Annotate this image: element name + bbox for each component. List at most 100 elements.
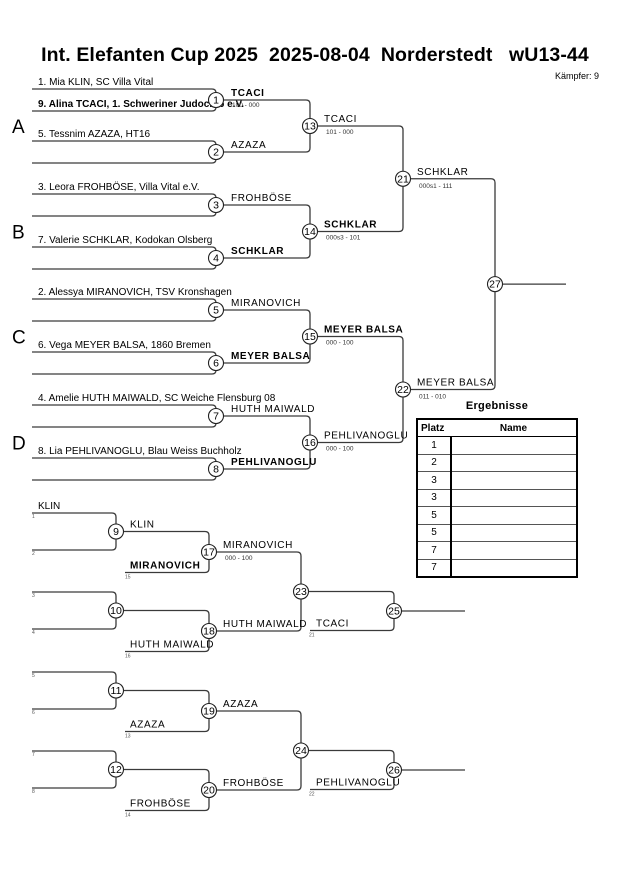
match-number-circle	[200, 543, 218, 561]
drop-in-name: TCACI	[316, 619, 349, 630]
round1-connector	[32, 404, 217, 428]
drop-in-name: FROHBÖSE	[130, 798, 191, 810]
competitor-entry: 7. Valerie SCHKLAR, Kodokan Olsberg	[38, 235, 212, 246]
match-number-circle	[207, 301, 225, 319]
match-winner: MEYER BALSA	[324, 325, 403, 336]
source-label: 22	[309, 792, 315, 798]
match-number: 18	[203, 626, 215, 638]
source-label: 8	[32, 789, 35, 795]
results-row: 3	[417, 471, 577, 489]
col-name-header: Name	[451, 419, 577, 437]
result-place: 1	[417, 436, 452, 454]
match-number-circle	[301, 328, 319, 345]
result-place: 5	[417, 523, 452, 542]
match-winner: HUTH MAIWALD	[223, 619, 307, 630]
match-winner: AZAZA	[223, 699, 258, 710]
round3-connector	[317, 125, 404, 233]
group-label: A	[12, 117, 25, 138]
repechage-r1-connector	[32, 512, 117, 551]
round1-connector	[32, 246, 217, 270]
match-number-circle	[301, 117, 319, 135]
match-winner: MIRANOVICH	[223, 540, 293, 551]
match-score: 000 - 100	[326, 340, 354, 347]
round1-connector	[32, 457, 217, 481]
match-winner: FROHBÖSE	[223, 777, 284, 789]
match-number-circle	[107, 523, 125, 540]
drop-in-name: AZAZA	[130, 720, 165, 731]
match-score: 000s3 - 101	[326, 235, 361, 242]
match-number: 19	[203, 706, 215, 718]
source-label: 1	[32, 514, 35, 520]
results-row: 5	[417, 506, 577, 524]
final-connector	[410, 178, 496, 391]
match-number: 16	[304, 437, 316, 449]
round1-connector	[32, 351, 217, 375]
source-label: 21	[309, 633, 315, 639]
result-place: 2	[417, 453, 452, 472]
match-score: 000 - 100	[326, 446, 354, 453]
result-place: 3	[417, 471, 452, 489]
result-name	[451, 471, 577, 489]
match-number: 21	[397, 173, 409, 185]
match-number: 22	[397, 384, 409, 396]
match-number: 17	[203, 547, 215, 559]
drop-in-name: PEHLIVANOGLU	[316, 778, 400, 789]
competitor-entry: 8. Lia PEHLIVANOGLU, Blau Weiss Buchholz	[38, 446, 242, 457]
competitor-entry: 1. Mia KLIN, SC Villa Vital	[38, 77, 153, 88]
match-number-circle	[207, 407, 225, 425]
results-title: Ergebnisse	[465, 400, 529, 412]
result-name	[451, 506, 577, 524]
match-number: 23	[295, 586, 307, 598]
match-number-circle	[207, 143, 225, 161]
match-number: 25	[388, 606, 400, 618]
page-title: Int. Elefanten Cup 2025 2025-08-04 Norde…	[41, 44, 589, 66]
group-label: B	[12, 223, 25, 244]
drop-in-name: HUTH MAIWALD	[130, 640, 214, 651]
match-number-circle	[207, 460, 225, 478]
source-label: 6	[32, 710, 35, 716]
match-winner: FROHBÖSE	[231, 192, 292, 204]
match-number-circle	[486, 276, 504, 293]
match-number-circle	[385, 602, 403, 620]
match-winner: PEHLIVANOGLU	[324, 431, 408, 442]
match-winner: PEHLIVANOGLU	[231, 457, 317, 468]
match-number: 5	[213, 305, 219, 317]
match-winner: TCACI	[324, 114, 357, 125]
source-label: 15	[125, 575, 131, 581]
match-number: 13	[304, 121, 316, 133]
match-number-circle	[207, 354, 225, 372]
match-winner: MIRANOVICH	[231, 298, 301, 309]
result-name	[451, 523, 577, 542]
competitor-entry: 4. Amelie HUTH MAIWALD, SC Weiche Flensb…	[38, 393, 276, 404]
group-label: C	[12, 328, 26, 349]
match-winner: MEYER BALSA	[417, 378, 494, 389]
result-place: 7	[417, 558, 452, 577]
fighter-count: Kämpfer: 9	[554, 71, 599, 81]
round1-connector	[32, 193, 217, 217]
result-name	[451, 541, 577, 559]
match-winner: SCHKLAR	[417, 167, 468, 178]
match-number: 7	[213, 411, 219, 423]
results-row: 7	[417, 558, 577, 577]
match-number: 26	[388, 765, 400, 777]
source-label: 5	[32, 673, 35, 679]
result-place: 3	[417, 488, 452, 507]
result-name	[451, 453, 577, 472]
match-number: 12	[110, 764, 122, 776]
results-row: 2	[417, 453, 577, 472]
results-row: 7	[417, 541, 577, 559]
match-winner: AZAZA	[231, 140, 266, 151]
match-number-circle	[107, 682, 125, 699]
match-number: 4	[213, 253, 219, 265]
match-score: 000s1 - 111	[419, 183, 453, 190]
match-number: 1	[213, 95, 219, 107]
result-place: 5	[417, 506, 452, 524]
match-number-circle	[200, 702, 218, 720]
repechage-r1-connector	[32, 591, 117, 630]
match-score: 000 - 100	[225, 555, 253, 562]
match-number-circle	[107, 602, 125, 619]
match-number: 15	[304, 331, 316, 343]
match-number-circle	[292, 583, 310, 600]
